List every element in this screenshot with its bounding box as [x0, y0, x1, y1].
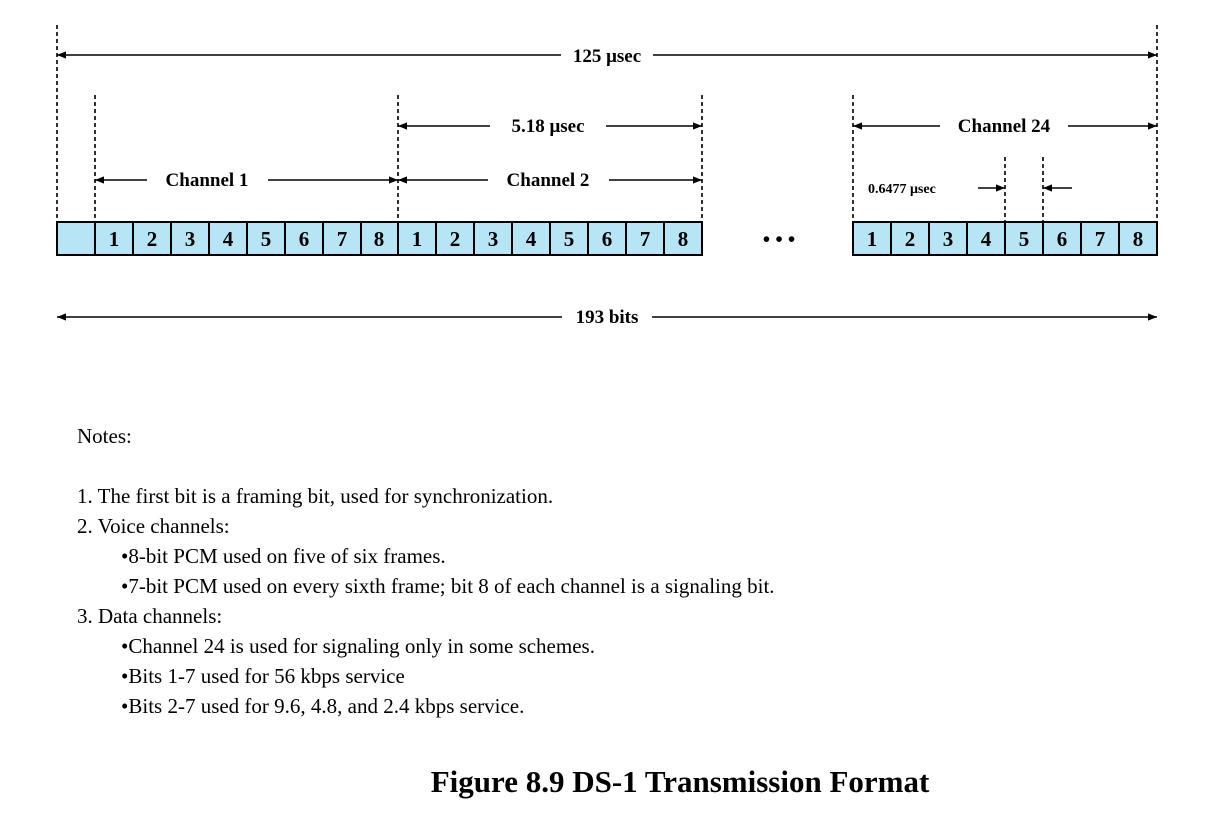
- ch1-bit-5-label: 5: [261, 227, 272, 251]
- channel-duration-label: 5.18 μsec: [511, 116, 584, 137]
- channels-ellipsis: • • •: [763, 227, 796, 251]
- note-2a: •8-bit PCM used on five of six frames.: [121, 544, 446, 568]
- note-3: 3. Data channels:: [77, 604, 223, 628]
- ch24-bit-4-cell: [966, 221, 1006, 256]
- ch2-bit-7-label: 7: [640, 227, 651, 251]
- ch1-bit-1-label: 1: [109, 227, 120, 251]
- ch2-bit-6-label: 6: [602, 227, 613, 251]
- channel-2-label: Channel 2: [507, 170, 590, 191]
- notes-spacer: [77, 451, 775, 481]
- note-2b: •7-bit PCM used on every sixth frame; bi…: [121, 574, 775, 598]
- ds1-frame-diagram: 125 μsec 5.18 μsec Channel 24 Channel 1 …: [56, 25, 1158, 328]
- ch1-bit-4-cell: [208, 221, 248, 256]
- ch24-bit-3-cell: [928, 221, 968, 256]
- ch1-bit-4-label: 4: [223, 227, 234, 251]
- note-2: 2. Voice channels:: [77, 514, 230, 538]
- ch2-bit-5-cell: [549, 221, 589, 256]
- note-1: 1. The first bit is a framing bit, used …: [77, 484, 554, 508]
- note-3b: •Bits 1-7 used for 56 kbps service: [121, 664, 405, 688]
- ch24-bit-2-cell: [890, 221, 930, 256]
- frame-bits-label: 193 bits: [576, 307, 639, 328]
- ch24-bit-6-label: 6: [1057, 227, 1068, 251]
- note-3c: •Bits 2-7 used for 9.6, 4.8, and 2.4 kbp…: [121, 694, 525, 718]
- ch1-bit-3-label: 3: [185, 227, 196, 251]
- ch1-bit-2-label: 2: [147, 227, 158, 251]
- ch2-bit-1-label: 1: [412, 227, 423, 251]
- ch24-bit-7-label: 7: [1095, 227, 1106, 251]
- ch2-bit-8-label: 8: [678, 227, 689, 251]
- channel-24-label: Channel 24: [958, 116, 1051, 137]
- ch24-bit-5-label: 5: [1019, 227, 1030, 251]
- frame-duration-label: 125 μsec: [573, 46, 641, 67]
- ch2-bit-7-cell: [625, 221, 665, 256]
- channel-24-bits: 1 2 3 4 5 6 7 8: [852, 221, 1158, 256]
- ch24-bit-7-cell: [1080, 221, 1120, 256]
- ch24-bit-8-label: 8: [1133, 227, 1144, 251]
- channel-2-bits: 1 2 3 4 5 6 7 8: [397, 221, 703, 256]
- framing-bit-cell: [56, 221, 96, 256]
- ch2-bit-2-label: 2: [450, 227, 461, 251]
- ch24-bit-3-label: 3: [943, 227, 954, 251]
- ch24-bit-8-cell: [1118, 221, 1158, 256]
- ch24-bit-2-label: 2: [905, 227, 916, 251]
- ch1-bit-8-label: 8: [374, 227, 385, 251]
- channel-1-bits: 1 2 3 4 5 6 7 8: [94, 221, 399, 256]
- ch1-bit-7-label: 7: [337, 227, 348, 251]
- ch2-bit-5-label: 5: [564, 227, 575, 251]
- figure-caption: Figure 8.9 DS-1 Transmission Format: [430, 764, 930, 799]
- ch1-bit-2-cell: [132, 221, 172, 256]
- ch24-bit-4-label: 4: [981, 227, 992, 251]
- notes-block: Notes: 1. The first bit is a framing bit…: [77, 421, 775, 721]
- notes-heading: Notes:: [77, 424, 132, 448]
- channel-1-label: Channel 1: [166, 170, 249, 191]
- ch2-bit-8-cell: [663, 221, 703, 256]
- ch24-bit-1-label: 1: [867, 227, 878, 251]
- note-3a: •Channel 24 is used for signaling only i…: [121, 634, 595, 658]
- ch1-bit-6-label: 6: [299, 227, 310, 251]
- ch2-bit-4-label: 4: [526, 227, 537, 251]
- ch2-bit-3-label: 3: [488, 227, 499, 251]
- bit-duration-label: 0.6477 μsec: [868, 182, 936, 197]
